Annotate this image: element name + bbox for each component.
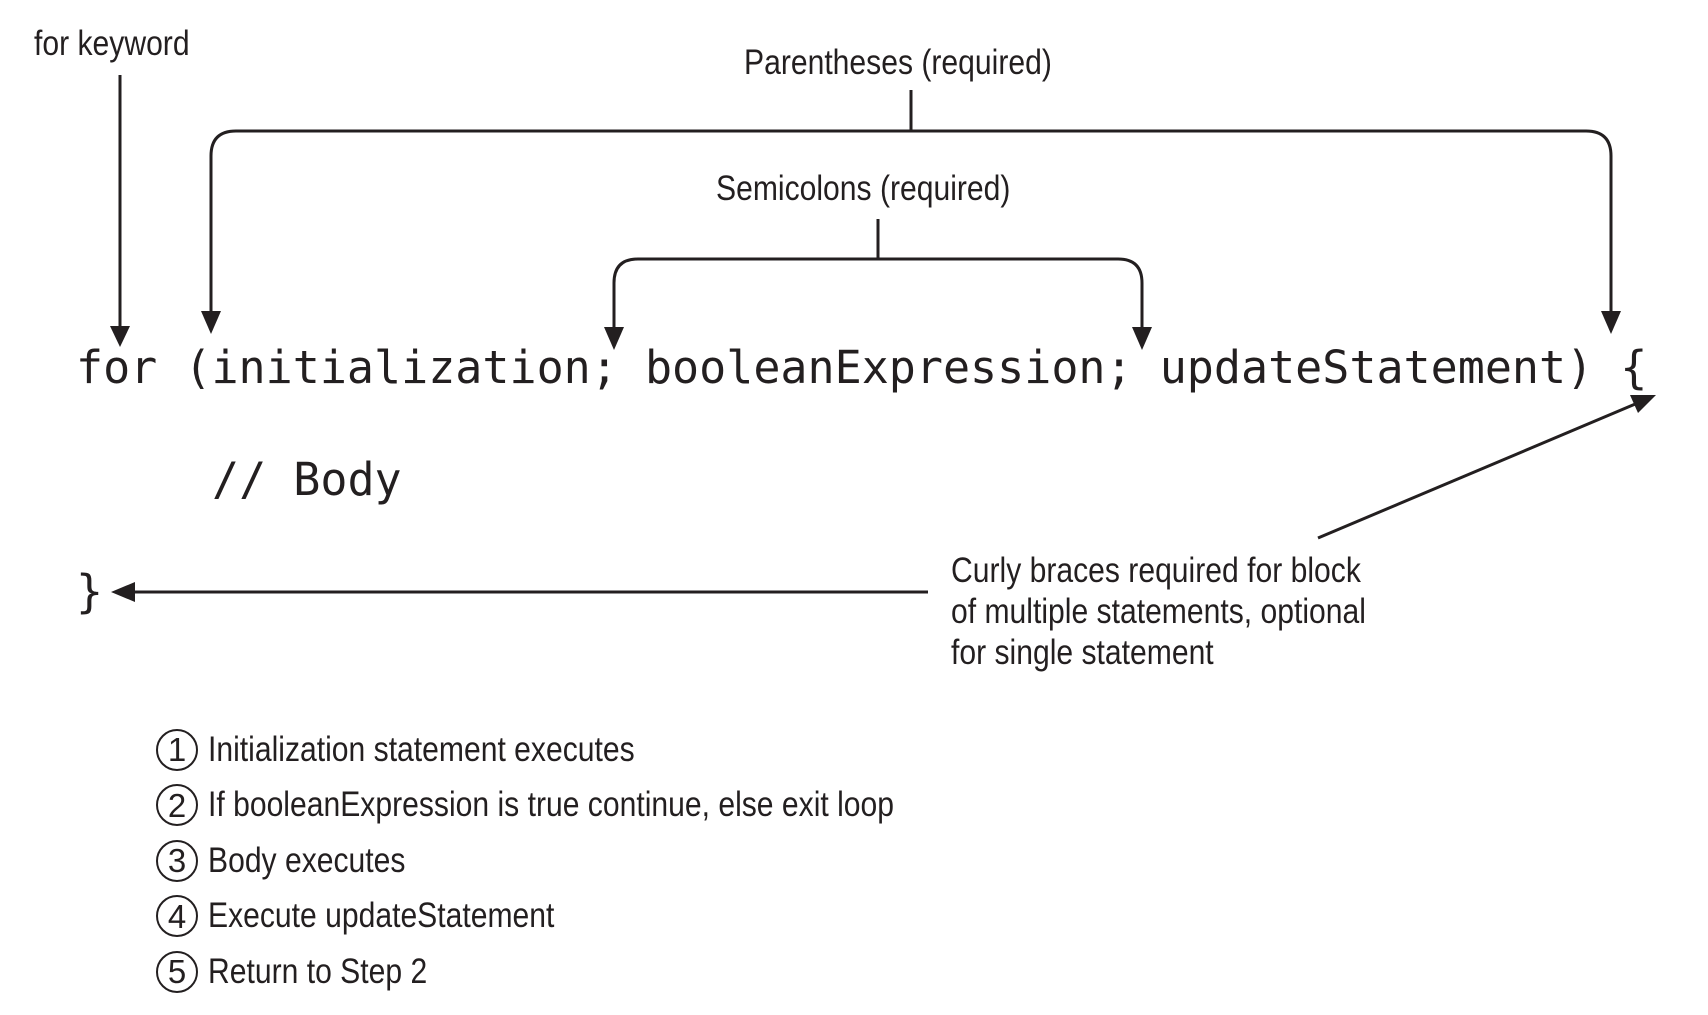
open-paren-token: ( bbox=[184, 341, 212, 394]
step-number-badge: 3 bbox=[156, 839, 198, 882]
for-keyword-arrowhead bbox=[110, 326, 130, 347]
step-text: Initialization statement executes bbox=[208, 729, 635, 769]
open-brace-arrow bbox=[1317, 400, 1641, 540]
parentheses-bracket bbox=[209, 129, 1613, 316]
step-item: 3 Body executes bbox=[156, 833, 1006, 889]
parentheses-right-arrowhead bbox=[1601, 311, 1621, 334]
step-text: Execute updateStatement bbox=[208, 896, 555, 936]
open-brace-token: { bbox=[1620, 341, 1648, 394]
curly-note-line-1: Curly braces required for block bbox=[951, 551, 1361, 590]
semicolons-left-arrowhead bbox=[604, 327, 624, 350]
parentheses-left-arrowhead bbox=[201, 311, 221, 334]
step-number-badge: 1 bbox=[156, 728, 198, 771]
step-item: 2 If booleanExpression is true continue,… bbox=[156, 778, 1006, 834]
step-number-badge: 4 bbox=[156, 895, 198, 938]
for-statement-line: for (initialization; booleanExpression; … bbox=[76, 342, 1647, 394]
step-text: Body executes bbox=[208, 840, 406, 880]
body-comment: // Body bbox=[212, 453, 402, 506]
step-number-badge: 2 bbox=[156, 784, 198, 827]
step-item: 4 Execute updateStatement bbox=[156, 889, 1006, 945]
step-number-badge: 5 bbox=[156, 950, 198, 993]
close-brace-token: } bbox=[76, 565, 104, 618]
curly-braces-note: Curly braces required for block of multi… bbox=[951, 550, 1366, 673]
for-keyword-label: for keyword bbox=[34, 24, 190, 63]
for-keyword-token: for bbox=[76, 341, 158, 394]
step-item: 5 Return to Step 2 bbox=[156, 944, 1006, 1000]
step-text: Return to Step 2 bbox=[208, 951, 428, 991]
initialization-token: initialization; bbox=[211, 341, 618, 394]
parentheses-label: Parentheses (required) bbox=[744, 43, 1052, 82]
step-text: If booleanExpression is true continue, e… bbox=[208, 785, 895, 825]
update-statement-token: updateStatement) bbox=[1159, 341, 1594, 394]
semicolons-label: Semicolons (required) bbox=[716, 169, 1011, 208]
curly-note-line-2: of multiple statements, optional bbox=[951, 592, 1366, 631]
boolean-expression-token: booleanExpression; bbox=[644, 341, 1133, 394]
semicolons-right-arrowhead bbox=[1132, 327, 1152, 350]
step-item: 1 Initialization statement executes bbox=[156, 722, 1006, 778]
open-brace-arrowhead bbox=[1630, 395, 1656, 413]
semicolons-bracket bbox=[612, 257, 1144, 332]
execution-steps-list: 1 Initialization statement executes 2 If… bbox=[156, 722, 1006, 1000]
curly-note-line-3: for single statement bbox=[951, 633, 1214, 672]
close-brace-arrowhead bbox=[111, 582, 135, 602]
